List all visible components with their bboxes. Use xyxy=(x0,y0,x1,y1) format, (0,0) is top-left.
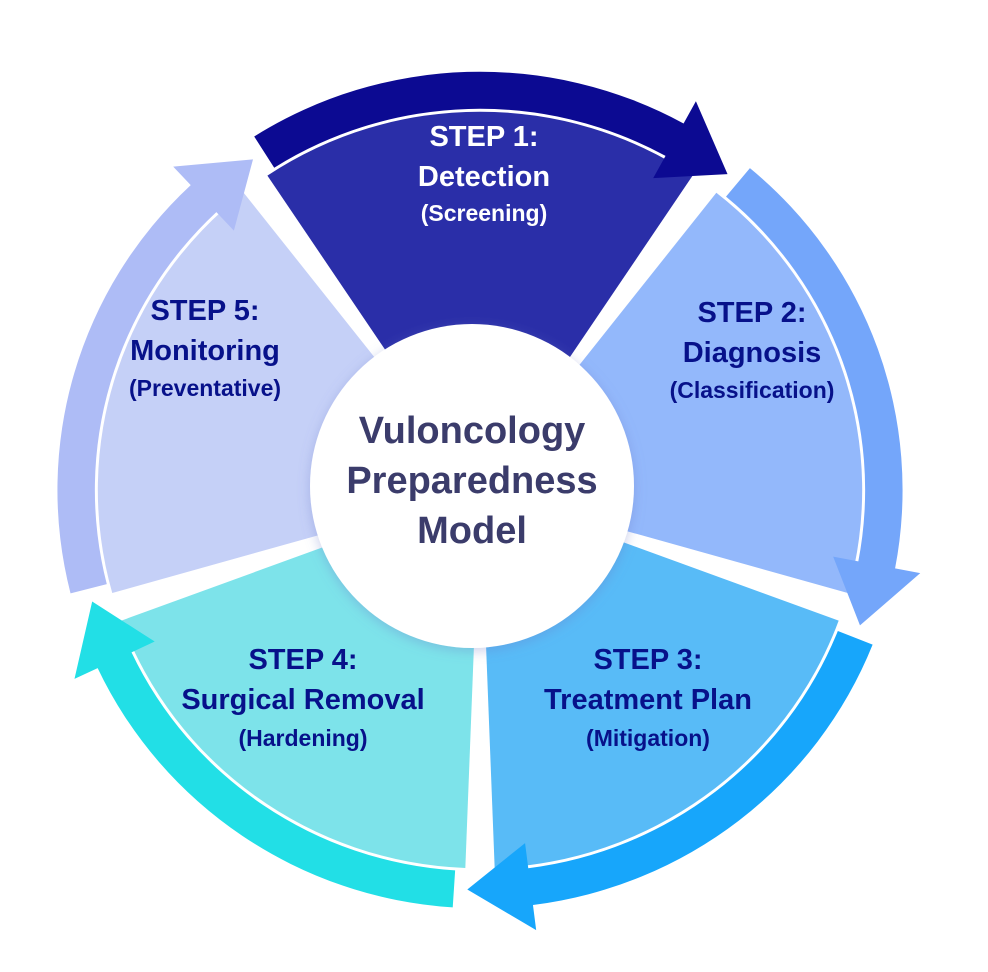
step-2-name: Diagnosis xyxy=(683,337,822,369)
step-3-number: STEP 3: xyxy=(593,644,702,676)
step-1-label: STEP 1: Detection (Screening) xyxy=(418,121,550,226)
step-5-number: STEP 5: xyxy=(150,295,259,327)
step-2-label: STEP 2: Diagnosis (Classification) xyxy=(670,297,835,403)
step-labels: STEP 1: Detection (Screening) STEP 2: Di… xyxy=(129,121,835,751)
step-3-sub: (Mitigation) xyxy=(586,725,710,751)
step-5-sub: (Preventative) xyxy=(129,375,281,401)
step-3-arrow xyxy=(467,630,873,931)
step-1-number: STEP 1: xyxy=(429,121,538,153)
step-5-label: STEP 5: Monitoring (Preventative) xyxy=(129,295,281,401)
step-3-name: Treatment Plan xyxy=(544,684,752,716)
center-circle xyxy=(310,324,634,648)
step-4-arrow xyxy=(74,601,456,908)
step-1-sector xyxy=(267,111,693,479)
step-4-name: Surgical Removal xyxy=(181,684,424,716)
step-2-sub: (Classification) xyxy=(670,377,835,403)
center-title-line-3: Model xyxy=(417,510,527,552)
step-2-number: STEP 2: xyxy=(697,297,806,329)
step-1-name: Detection xyxy=(418,161,550,193)
center-hub: Vulonc­ology Preparedness Model xyxy=(310,324,634,648)
step-3-label: STEP 3: Treatment Plan (Mitigation) xyxy=(544,644,752,751)
center-title-line-2: Preparedness xyxy=(346,460,597,502)
step-4-label: STEP 4: Surgical Removal (Hardening) xyxy=(181,644,424,751)
step-4-number: STEP 4: xyxy=(248,644,357,676)
step-5-name: Monitoring xyxy=(130,335,280,367)
step-5-arrow xyxy=(57,159,254,594)
step-1-arrow xyxy=(254,71,728,179)
step-2-arrow xyxy=(726,168,921,626)
center-title-line-1: Vulonc­ology xyxy=(359,410,586,452)
cycle-arrows xyxy=(57,71,921,931)
step-1-sub: (Screening) xyxy=(421,200,548,226)
step-4-sub: (Hardening) xyxy=(238,725,367,751)
